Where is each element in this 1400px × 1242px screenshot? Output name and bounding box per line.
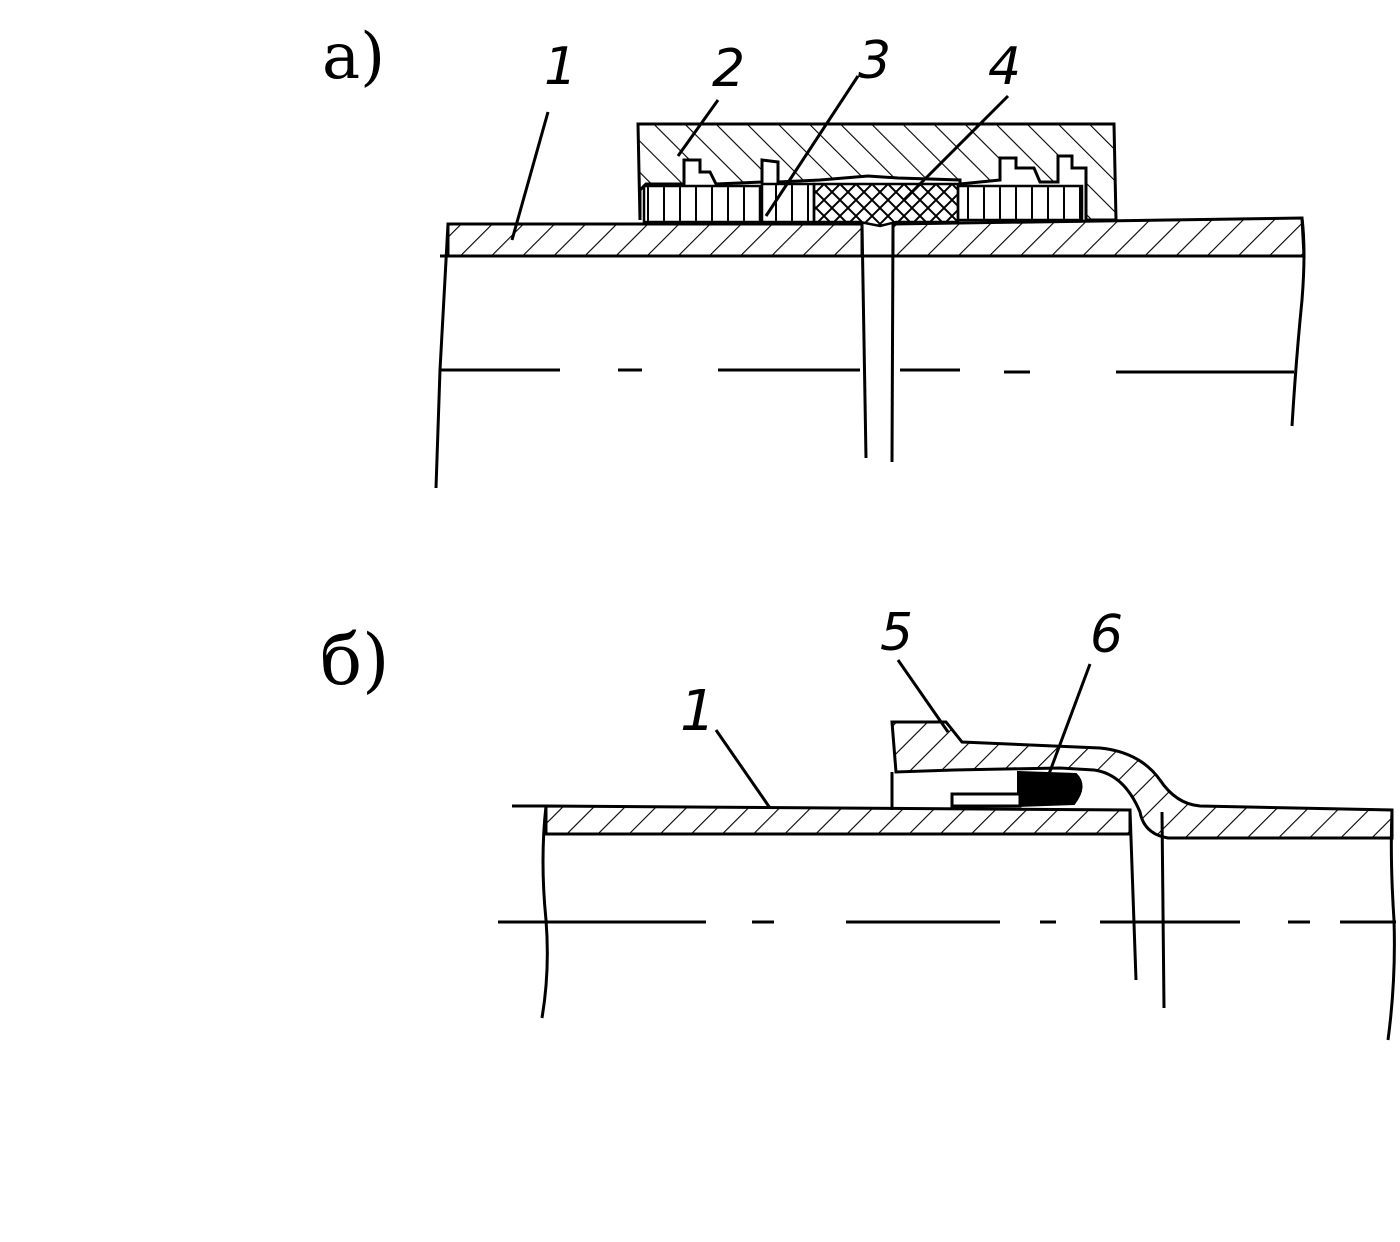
callout-2-a: 2 — [712, 39, 745, 99]
panel-b-seal-ring — [950, 770, 1083, 808]
panel-a-joint-gap — [860, 223, 895, 463]
panel-b-socket — [890, 720, 1394, 1009]
callout-1-a: 1 — [544, 37, 577, 97]
callout-3-a: 3 — [858, 31, 891, 91]
panel-b-pipe-wall-left — [544, 804, 1132, 836]
callout-6-b: 6 — [1090, 605, 1123, 665]
callout-1-b: 1 — [680, 679, 716, 744]
callout-4-a: 4 — [988, 37, 1021, 97]
panel-a-coupling-sleeve — [636, 122, 1118, 222]
panel-b-label: б) — [320, 619, 389, 701]
panel-a-pipe-outline — [434, 217, 1306, 489]
panel-b-pipe-outline — [512, 804, 1396, 1041]
panel-a-centerline — [440, 368, 1294, 374]
panel-a: a) — [322, 20, 1306, 489]
panel-a-label: a) — [322, 20, 385, 94]
panel-a-seal-insert — [812, 182, 960, 228]
panel-b-callouts: 1 5 6 — [680, 603, 1123, 809]
panel-b: б) — [320, 603, 1396, 1041]
callout-5-b: 5 — [880, 603, 913, 663]
panel-a-callouts: 1 2 3 4 — [510, 31, 1021, 241]
